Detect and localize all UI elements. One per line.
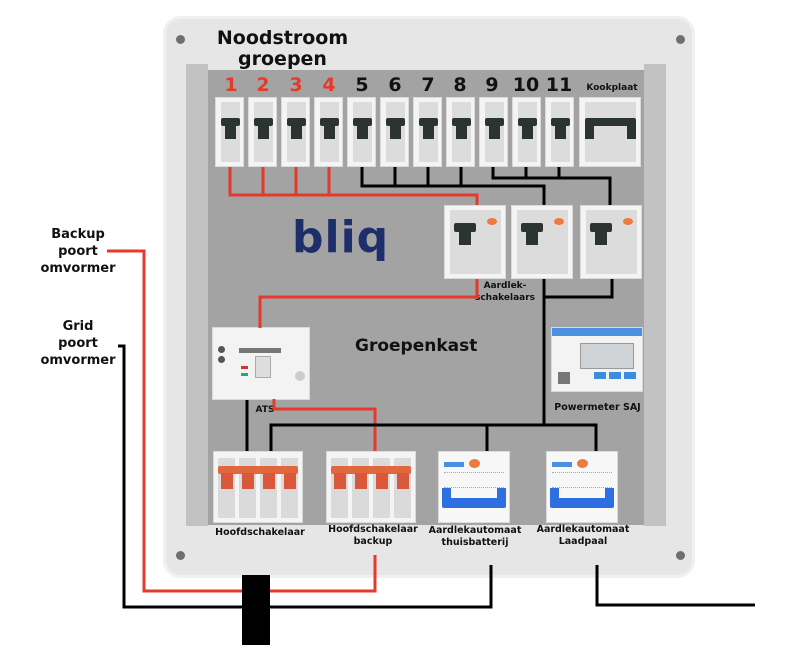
cabinet-label: Groepenkast — [355, 336, 478, 356]
circuit-breaker[interactable] — [545, 97, 574, 167]
powermeter-label: Powermeter SAJ — [554, 402, 641, 413]
label-line-2: poort — [58, 336, 98, 351]
meter-button — [624, 372, 636, 379]
rcd-switch[interactable] — [444, 205, 506, 279]
circuit-breaker[interactable] — [347, 97, 376, 167]
group-number: 2 — [256, 74, 270, 96]
screw-icon — [676, 35, 685, 44]
rcd-switch[interactable] — [580, 205, 642, 279]
qr-code-icon — [558, 372, 570, 384]
rcd-label-line-1: Aardlek- — [483, 281, 527, 291]
circuit-breaker[interactable] — [380, 97, 409, 167]
circuit-breaker[interactable] — [248, 97, 277, 167]
group-wire — [491, 167, 612, 205]
label-line-1: Grid — [62, 319, 94, 334]
circuit-breaker[interactable] — [413, 97, 442, 167]
label-line-2: Laadpaal — [558, 536, 608, 547]
rcd-label: Aardlek- schakelaars — [470, 280, 540, 304]
rcd-label-line-2: schakelaars — [474, 293, 536, 303]
label-line-3: omvormer — [40, 261, 116, 276]
cable-entry-block — [242, 575, 270, 645]
meter-button — [594, 372, 606, 379]
ats-display-strip — [239, 348, 281, 353]
cabinet-inner-side-left — [186, 64, 208, 526]
circuit-breaker[interactable] — [281, 97, 310, 167]
rcbo-home-battery[interactable] — [438, 451, 510, 523]
emergency-wire — [272, 399, 377, 451]
label-line-1: Aardlekautomaat — [428, 525, 522, 536]
screw-icon — [176, 551, 185, 560]
indicator-icon — [218, 356, 225, 363]
indicator-icon — [218, 346, 225, 353]
circuit-breaker[interactable] — [446, 97, 475, 167]
screw-icon — [676, 551, 685, 560]
title-line-1: Noodstroom — [216, 27, 349, 49]
main-switch[interactable] — [213, 451, 303, 523]
emergency-wire — [228, 167, 479, 205]
screw-icon — [176, 35, 185, 44]
meter-display — [580, 343, 634, 369]
indicator-icon — [241, 366, 248, 369]
group-number: 3 — [289, 74, 303, 96]
label-line-2: thuisbatterij — [441, 537, 509, 548]
group-number: 4 — [322, 74, 336, 96]
meter-header — [552, 328, 642, 336]
rcbo-charging-station[interactable] — [546, 451, 618, 523]
group-number: 7 — [421, 74, 435, 96]
label-line-1: Aardlekautomaat — [536, 524, 630, 535]
backup-main-switch-label: Hoofdschakelaar backup — [318, 524, 428, 548]
kookplaat-label: Kookplaat — [586, 83, 638, 93]
circuit-breaker[interactable] — [314, 97, 343, 167]
meter-button — [609, 372, 621, 379]
charging-station-wire — [595, 565, 755, 607]
distribution-wire — [269, 423, 598, 451]
circuit-breaker[interactable] — [512, 97, 541, 167]
group-number: 11 — [545, 74, 573, 96]
label-line-1: Backup — [51, 227, 105, 242]
diagram-title: Noodstroom groepen — [215, 28, 350, 70]
ats-label: ATS — [255, 405, 275, 415]
label-line-2: poort — [58, 244, 98, 259]
label-line-2: backup — [353, 536, 393, 547]
group-number: 1 — [224, 74, 238, 96]
main-switch-label: Hoofdschakelaar — [205, 527, 315, 539]
group-number: 9 — [485, 74, 499, 96]
label-line-3: omvormer — [40, 353, 116, 368]
label-line-1: Hoofdschakelaar — [328, 524, 418, 535]
brand-logo: bliq — [292, 212, 390, 263]
knob-icon — [295, 371, 305, 381]
backup-port-label: Backup poort omvormer — [28, 226, 128, 277]
group-number: 8 — [453, 74, 467, 96]
group-number: 5 — [355, 74, 369, 96]
circuit-breaker[interactable] — [215, 97, 244, 167]
indicator-icon — [241, 373, 248, 376]
ats-device[interactable] — [212, 327, 310, 400]
circuit-breaker[interactable] — [479, 97, 508, 167]
rcbo-home-battery-label: Aardlekautomaat thuisbatterij — [425, 525, 525, 549]
group-wire — [360, 167, 546, 205]
cabinet-inner-side-right — [644, 64, 666, 526]
title-line-2: groepen — [238, 48, 327, 70]
backup-port-wire — [107, 249, 377, 593]
powermeter-device[interactable] — [551, 327, 643, 392]
ats-switch — [255, 356, 271, 378]
grid-port-label: Grid poort omvormer — [28, 318, 128, 369]
rcbo-charging-station-label: Aardlekautomaat Laadpaal — [533, 524, 633, 548]
rcd-output-wire — [542, 279, 614, 299]
backup-main-switch[interactable] — [326, 451, 416, 523]
label-line-1: Hoofdschakelaar — [215, 527, 305, 538]
group-number: 10 — [512, 74, 540, 96]
emergency-wire — [258, 279, 479, 328]
group-number: 6 — [388, 74, 402, 96]
rcd-switch[interactable] — [511, 205, 573, 279]
grid-port-wire — [118, 344, 493, 609]
kookplaat-breaker[interactable] — [579, 97, 641, 167]
